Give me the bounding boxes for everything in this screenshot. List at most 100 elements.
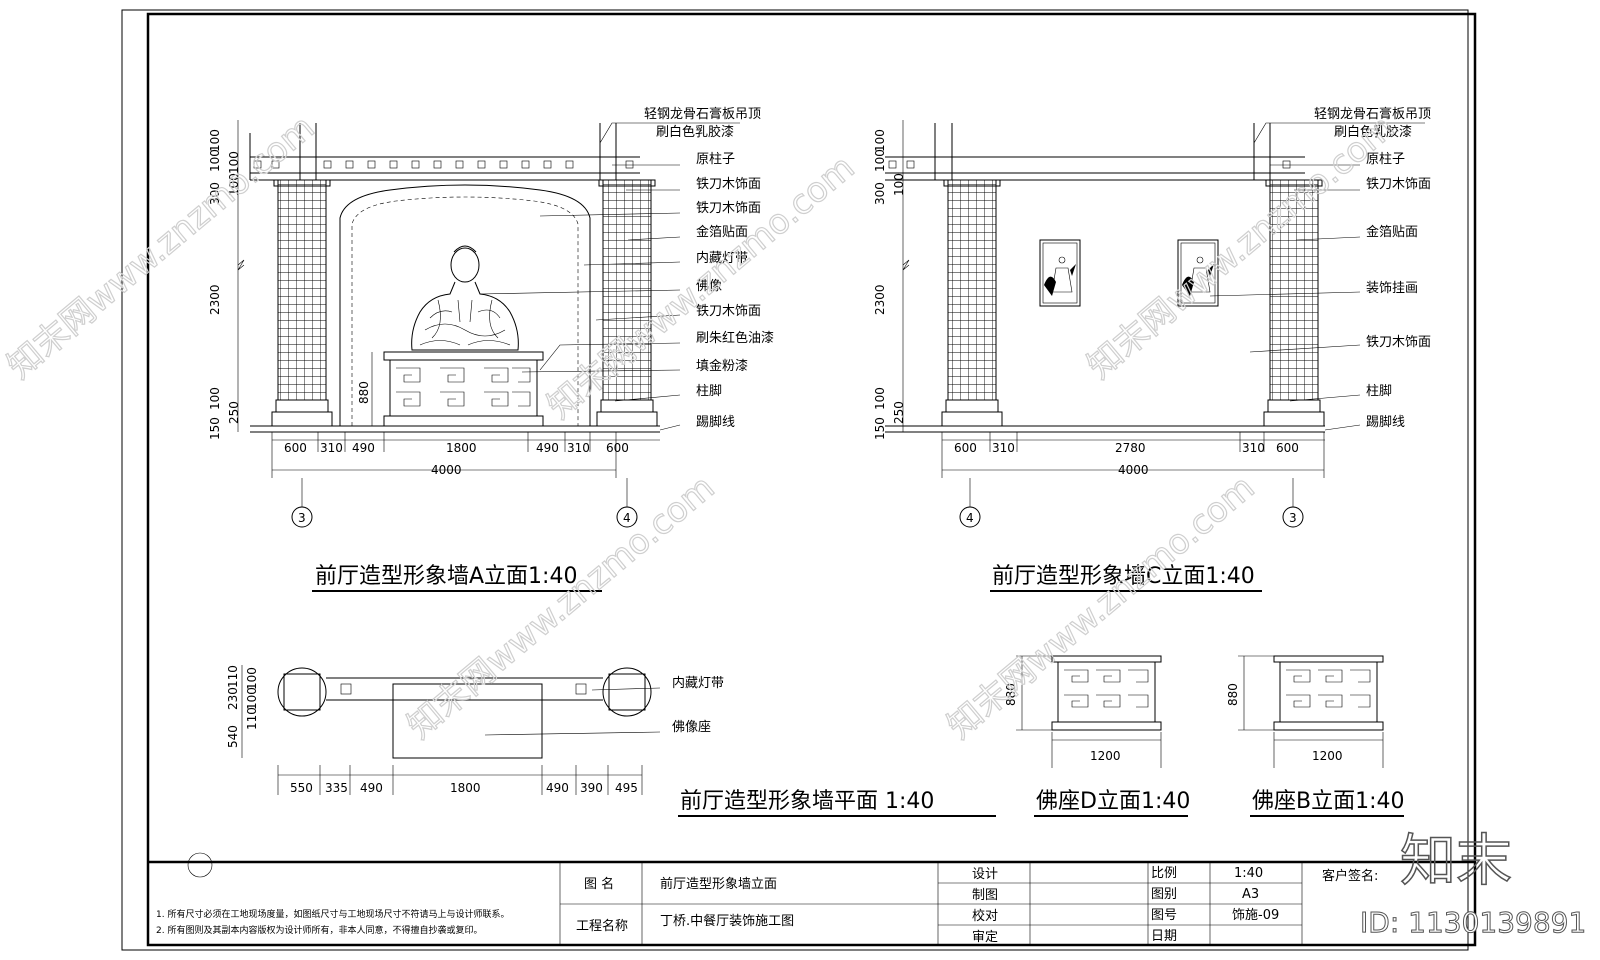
plan-dim-left-2: 100 <box>245 687 259 710</box>
elev-a-dim-left-2: 100 <box>208 129 222 152</box>
seat-b-height: 880 <box>1226 683 1240 706</box>
elev-a-dim-bottom-6: 600 <box>606 441 629 455</box>
project-name: 丁桥.中餐厅装饰施工图 <box>660 913 794 929</box>
elev-c-dim-total: 4000 <box>1118 463 1149 477</box>
elev-c-dim-bottom-4: 600 <box>1276 441 1299 455</box>
plan-dim-left-5: 540 <box>226 725 240 748</box>
elev-a-label-10: 填金粉漆 <box>696 358 748 374</box>
seat-b-title: 佛座B立面1:40 <box>1252 789 1405 814</box>
elev-c-dim-left-4: 2300 <box>873 284 887 315</box>
elev-c-label-5: 装饰挂画 <box>1366 281 1418 296</box>
plan-dim-bottom-5: 390 <box>580 781 603 795</box>
plan-view: 230 110 100 110 100 540 550 335 490 1800… <box>226 665 996 817</box>
plan-dim-left-0: 230 <box>226 687 240 710</box>
elev-a-axis-left: 3 <box>298 511 306 525</box>
seat-b-width: 1200 <box>1312 749 1343 763</box>
decorative-painting-right <box>1177 239 1219 307</box>
elev-a-dim-bottom-2: 490 <box>352 441 375 455</box>
elev-c-dim-left-5: 100 <box>873 387 887 410</box>
elev-c-label-6: 铁刀木饰面 <box>1366 335 1431 350</box>
elev-c-dim-left-0: 300 <box>873 182 887 205</box>
column-right-c <box>1269 179 1319 401</box>
inner-frame <box>146 12 1477 947</box>
plan-dim-left-4: 100 <box>245 667 259 690</box>
plan-dim-bottom-1: 335 <box>325 781 348 795</box>
seat-b-elevation: 880 1200 佛座B立面1:40 <box>1226 655 1405 817</box>
project-label: 工程名称 <box>576 918 628 934</box>
elev-c-dim-left-3: 100 <box>892 173 906 196</box>
watermark-url-5: 知末网www.znzmo.com <box>940 467 1262 746</box>
decorative-painting-left <box>1039 239 1081 307</box>
plan-buddha-seat <box>392 683 543 759</box>
number-value: 饰施-09 <box>1232 908 1279 923</box>
ceiling-blocks-a <box>253 160 634 169</box>
elev-c-label-2: 原柱子 <box>1366 152 1405 167</box>
elev-a-dim-total: 4000 <box>431 463 462 477</box>
seat-d-width: 1200 <box>1090 749 1121 763</box>
drawing-name-label: 图 名 <box>584 876 614 892</box>
elev-a-label-1: 刷白色乳胶漆 <box>656 124 734 140</box>
role-check: 校对 <box>972 908 998 924</box>
scale-label: 比例 <box>1151 866 1177 881</box>
elev-c-axis-right: 3 <box>1289 511 1297 525</box>
date-label: 日期 <box>1151 929 1177 944</box>
elev-c-dim-bottom-0: 600 <box>954 441 977 455</box>
plan-dim-left-1: 110 <box>226 665 240 688</box>
role-design: 设计 <box>972 867 998 882</box>
elev-c-dim-left-1: 100 <box>873 149 887 172</box>
elev-a-dim-left-1: 100 <box>208 149 222 172</box>
niche-arch <box>339 184 591 426</box>
elev-a-label-3: 铁刀木饰面 <box>696 177 761 192</box>
plan-dim-bottom-4: 490 <box>546 781 569 795</box>
sheet-value: A3 <box>1242 887 1259 902</box>
plan-dim-bottom-3: 1800 <box>450 781 481 795</box>
role-approve: 审定 <box>972 930 998 945</box>
elev-c-label-3: 铁刀木饰面 <box>1366 177 1431 192</box>
plan-label-0: 内藏灯带 <box>672 675 724 691</box>
role-drafting: 制图 <box>972 888 998 903</box>
elevation-a: 300 100 100 100 100 2300 100 150 250 880… <box>208 106 774 592</box>
elev-c-dim-bottom-2: 2780 <box>1115 441 1146 455</box>
plan-label-1: 佛像座 <box>672 720 711 735</box>
elev-c-dim-bottom-1: 310 <box>992 441 1015 455</box>
title-block: 1. 所有尺寸必须在工地现场度量，如图纸尺寸与工地现场尺寸不符请马上与设计师联系… <box>148 852 1475 945</box>
elev-c-dim-left-6: 150 <box>873 417 887 440</box>
scale-value: 1:40 <box>1234 866 1263 881</box>
drawing-name: 前厅造型形象墙立面 <box>660 876 777 892</box>
plan-dim-bottom-0: 550 <box>290 781 313 795</box>
elev-a-dim-left-3: 100 <box>227 173 241 196</box>
elev-a-dim-bottom-0: 600 <box>284 441 307 455</box>
elev-a-label-6: 内藏灯带 <box>696 250 748 266</box>
elev-c-axis-left: 4 <box>966 511 974 525</box>
buddha-statue <box>411 245 519 351</box>
seat-d-title: 佛座D立面1:40 <box>1036 789 1190 814</box>
column-left-a <box>277 179 327 401</box>
elev-c-dim-left-7: 250 <box>892 401 906 424</box>
watermark-brand: 知末 <box>1400 829 1512 894</box>
elev-a-label-11: 柱脚 <box>696 383 722 399</box>
watermark-url-3: 知末网www.znzmo.com <box>1080 107 1402 386</box>
elev-a-axis-right: 4 <box>623 511 631 525</box>
elev-c-dim-left-2: 100 <box>873 129 887 152</box>
plan-dim-bottom-2: 490 <box>360 781 383 795</box>
elev-a-dim-left-4: 100 <box>227 151 241 174</box>
elev-c-title: 前厅造型形象墙C立面1:40 <box>992 564 1255 589</box>
elev-a-label-8: 铁刀木饰面 <box>696 304 761 319</box>
elev-a-dim-bottom-1: 310 <box>320 441 343 455</box>
client-signature-label: 客户签名: <box>1322 868 1378 884</box>
elev-a-dim-bottom-4: 490 <box>536 441 559 455</box>
elev-a-dim-left-5: 2300 <box>208 284 222 315</box>
elev-a-dim-880: 880 <box>357 381 371 404</box>
outer-frame <box>121 9 1469 951</box>
elev-a-dim-left-6: 100 <box>208 387 222 410</box>
elevation-c: 300 100 100 100 2300 100 150 250 600 310… <box>873 106 1431 592</box>
elev-a-label-12: 踢脚线 <box>696 414 735 430</box>
number-label: 图号 <box>1151 908 1177 923</box>
elev-c-label-1: 刷白色乳胶漆 <box>1334 124 1412 140</box>
elev-c-label-7: 柱脚 <box>1366 383 1392 399</box>
elev-a-dim-bottom-3: 1800 <box>446 441 477 455</box>
sheet-label: 图别 <box>1151 887 1177 902</box>
column-right-a <box>602 179 652 401</box>
elev-a-label-0: 轻钢龙骨石膏板吊顶 <box>644 106 761 122</box>
elev-a-label-2: 原柱子 <box>696 152 735 167</box>
